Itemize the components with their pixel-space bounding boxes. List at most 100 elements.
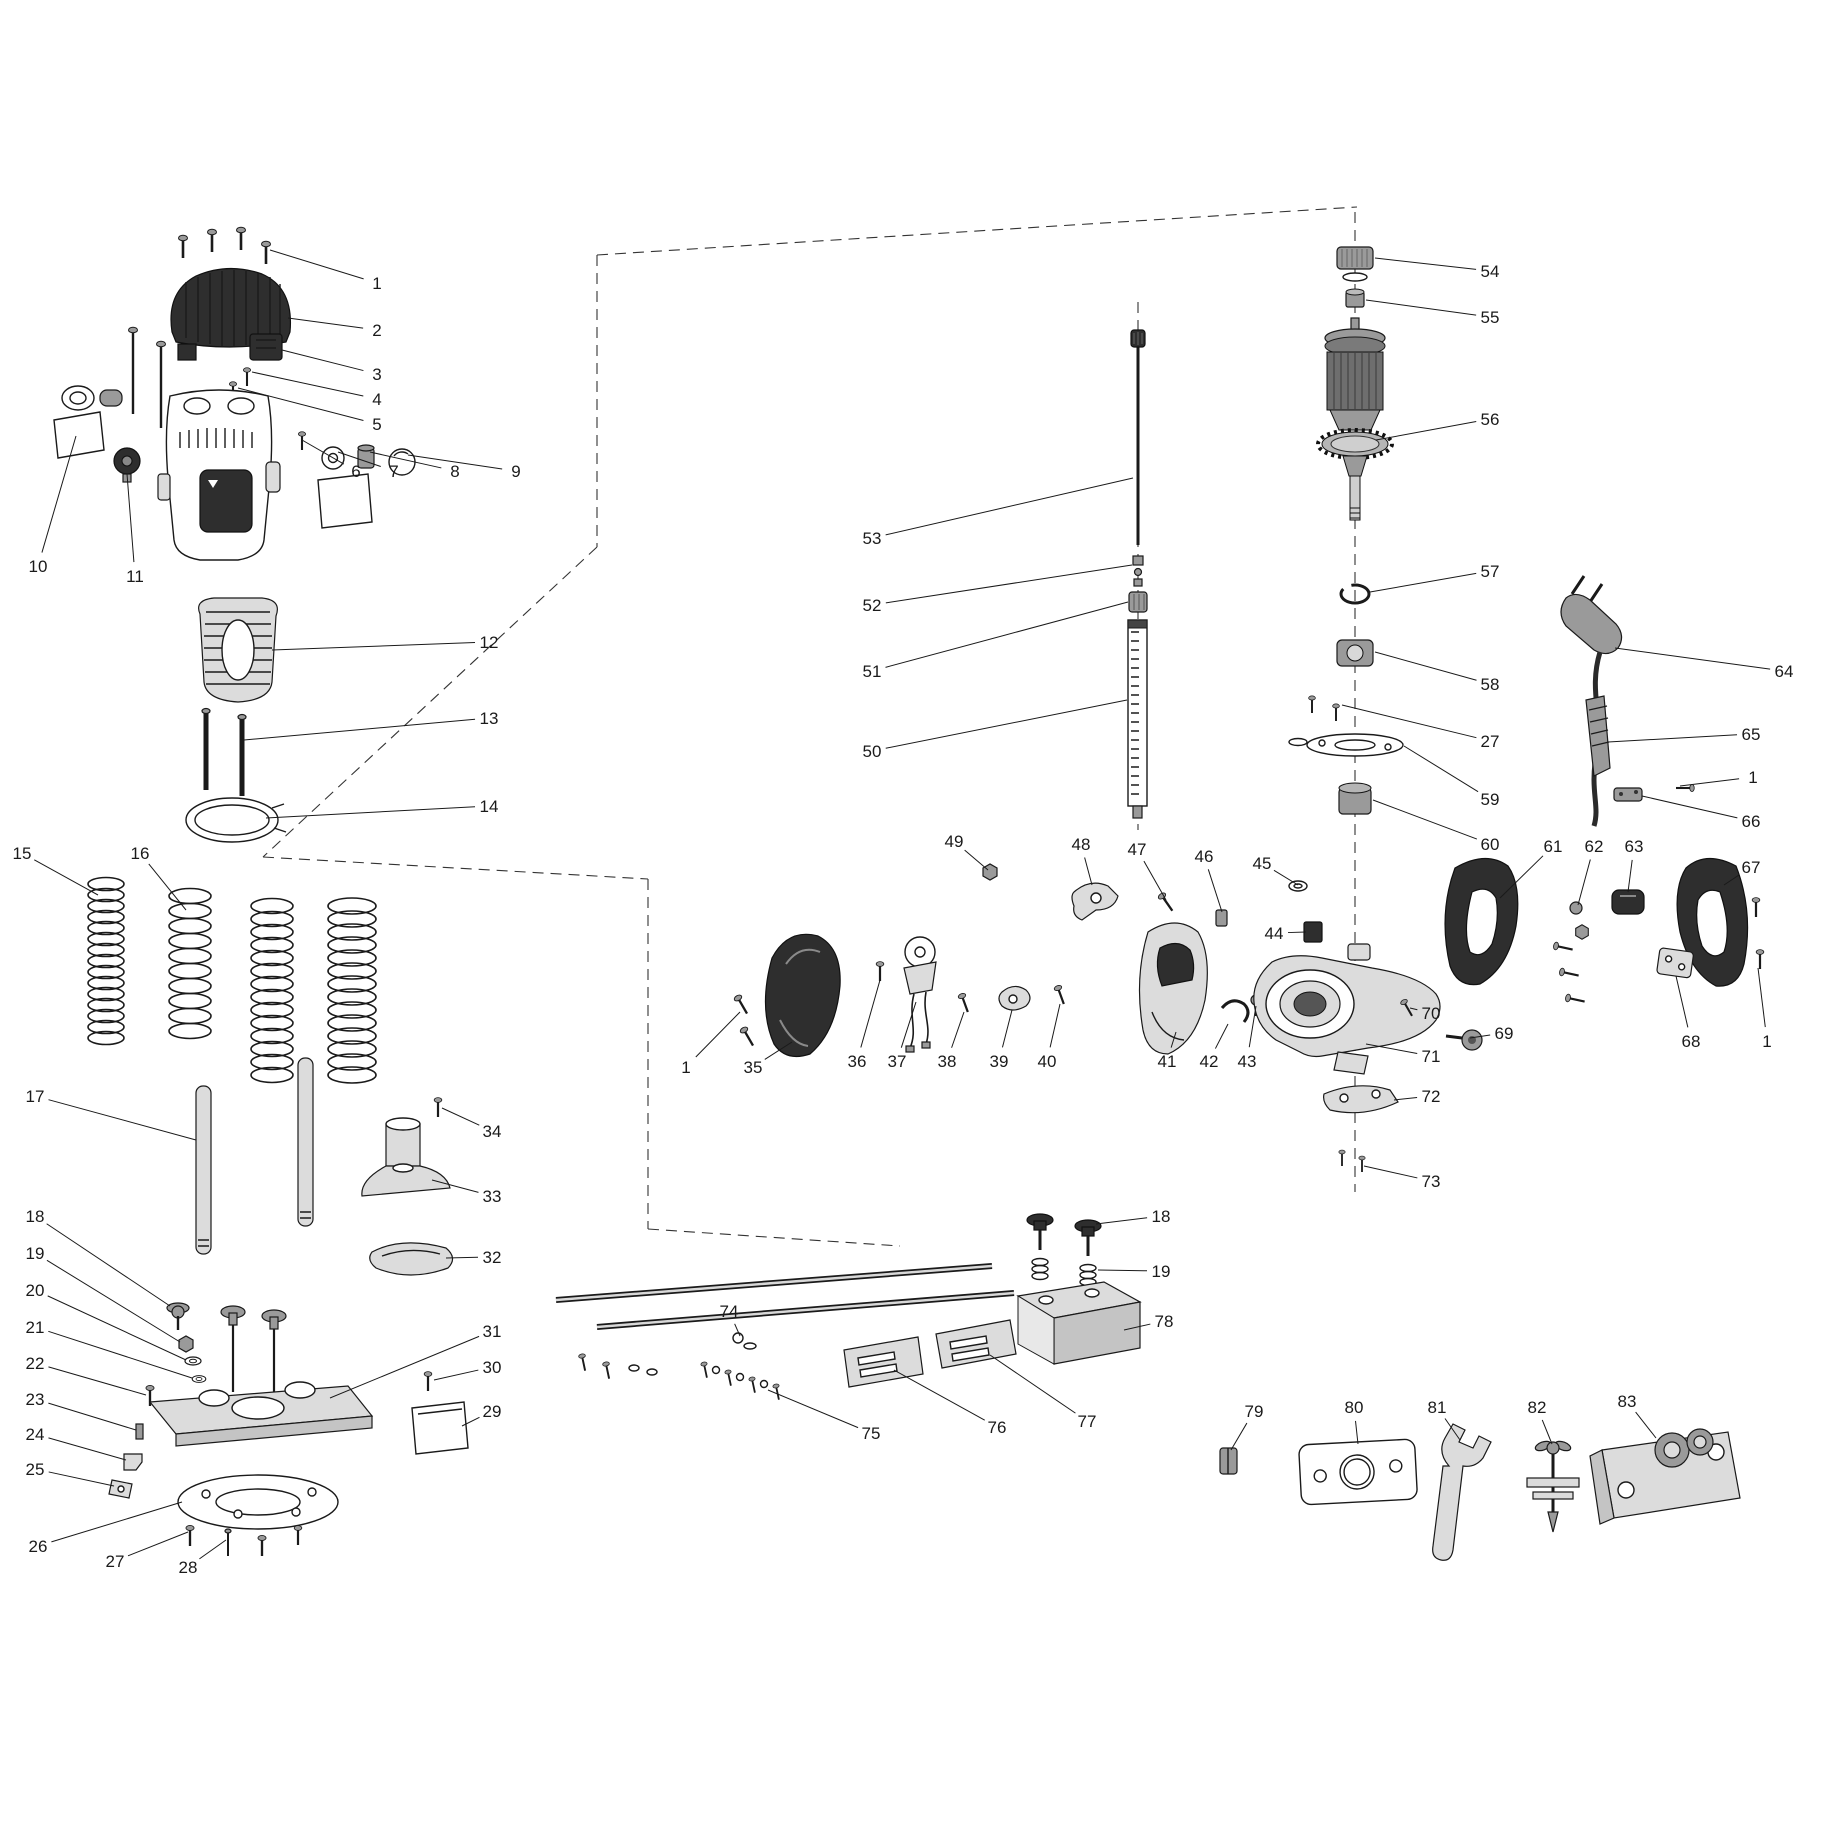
small-part-drawing: [1132, 555, 1144, 566]
bracket-drawing: [123, 1453, 143, 1471]
handle-inner-line: [1151, 1011, 1185, 1041]
shaft-thread: [1350, 507, 1360, 519]
dust-port-drawing: [385, 1123, 421, 1167]
screw-drawing: [601, 1360, 614, 1381]
plate-part-drawing: [53, 411, 105, 459]
small-spring-drawing: [1031, 1257, 1049, 1281]
leader-line: [287, 317, 364, 329]
router-base-skirt: [175, 1415, 373, 1447]
switch-block-drawing: [249, 333, 283, 361]
part-number-label: 43: [1238, 1052, 1257, 1071]
scale-ticks: [1131, 631, 1139, 795]
part-number-label: 14: [480, 797, 499, 816]
post-thread: [198, 1239, 209, 1247]
spring-drawing: [87, 876, 125, 1046]
part-number-label: 73: [1422, 1172, 1441, 1191]
core-laminations: [1333, 353, 1377, 409]
part-number-label: 3: [372, 365, 381, 384]
leader-line: [1409, 1007, 1418, 1011]
leader-line: [1374, 257, 1477, 270]
part-number-label: 6: [351, 462, 360, 481]
clamp-bracket-drawing: [1323, 1085, 1399, 1114]
leader-line: [48, 1330, 193, 1379]
leader-line: [1355, 1420, 1359, 1445]
leader-line: [1723, 874, 1740, 886]
leader-line: [1403, 745, 1479, 793]
part-number-label: 57: [1481, 562, 1500, 581]
post-thread: [300, 1211, 311, 1219]
screw-drawing: [1307, 694, 1317, 714]
screw-drawing: [423, 1370, 433, 1393]
part-number-label: 30: [483, 1358, 502, 1377]
leader-line: [1444, 1418, 1461, 1441]
leader-line: [445, 1256, 479, 1259]
leader-line: [885, 564, 1133, 604]
guide-bracket-slot: [949, 1335, 988, 1350]
part-number-label: 25: [26, 1460, 45, 1479]
part-number-label: 13: [480, 709, 499, 728]
rod-head: [201, 707, 211, 715]
screw-drawing: [723, 1368, 735, 1388]
leader-line: [48, 1471, 115, 1487]
leader-line: [1084, 857, 1093, 886]
long-screw-drawing: [127, 326, 139, 416]
screw-drawing: [256, 1534, 268, 1558]
washer-drawing: [1342, 272, 1368, 282]
washer-drawing: [646, 1368, 658, 1376]
dust-port-bore: [392, 1163, 414, 1173]
screw-drawing: [956, 991, 973, 1015]
leader-line: [1393, 1097, 1418, 1101]
baffle-hole: [1384, 743, 1392, 751]
guide-body-side: [1017, 1295, 1055, 1365]
small-part-drawing: [1133, 567, 1143, 577]
part-number-label: 12: [480, 633, 499, 652]
armature-exploded: [1288, 246, 1404, 815]
sole-plate-hole: [233, 1509, 243, 1519]
screw-drawing: [747, 1375, 759, 1395]
part-number-label: 50: [863, 742, 882, 761]
part-number-label: 56: [1481, 410, 1500, 429]
part-number-label: 51: [863, 662, 882, 681]
leader-line: [1341, 704, 1477, 739]
housing-opening: [227, 397, 255, 415]
roller-wheel-hub: [1663, 1441, 1681, 1459]
motor-unit-exploded: [53, 225, 416, 843]
screw-drawing: [1751, 896, 1761, 919]
switch-block-lines: [256, 339, 276, 349]
leader-line: [1541, 1419, 1553, 1445]
screw-drawing: [875, 960, 885, 983]
small-part-drawing: [1133, 578, 1143, 587]
part-number-label: 1: [681, 1058, 690, 1077]
leader-line: [237, 387, 364, 421]
accessories: [1219, 1423, 1741, 1561]
cord-clamp-hole: [1619, 792, 1623, 796]
part-number-label: 19: [26, 1244, 45, 1263]
base-knob-stem: [269, 1316, 279, 1330]
part-number-label: 53: [863, 529, 882, 548]
leader-line: [1679, 778, 1740, 787]
rod-knurl: [1133, 332, 1143, 345]
leader-line: [1369, 572, 1477, 593]
leader-line: [900, 1001, 917, 1048]
switch-shaft: [914, 946, 926, 958]
screw-drawing: [1755, 948, 1765, 971]
leader-line: [48, 1099, 197, 1141]
leader-line: [1273, 869, 1299, 886]
chip-deflector-line: [381, 1249, 441, 1257]
leader-line: [46, 1259, 181, 1343]
leader-line: [893, 1369, 985, 1421]
leader-line: [41, 435, 77, 553]
part-number-label: 2: [372, 321, 381, 340]
part-number-label: 52: [863, 596, 882, 615]
washer-drawing: [743, 1342, 757, 1350]
washer-drawing: [711, 1365, 721, 1375]
leader-lines: [34, 249, 1771, 1560]
handle-housing-exploded: [732, 863, 1483, 1173]
lock-knob-body: [1033, 1220, 1047, 1231]
dust-port-top: [385, 1117, 421, 1131]
housing-bottom-lug: [1333, 1051, 1369, 1075]
part-number-label: 5: [372, 415, 381, 434]
leader-line: [369, 451, 442, 469]
